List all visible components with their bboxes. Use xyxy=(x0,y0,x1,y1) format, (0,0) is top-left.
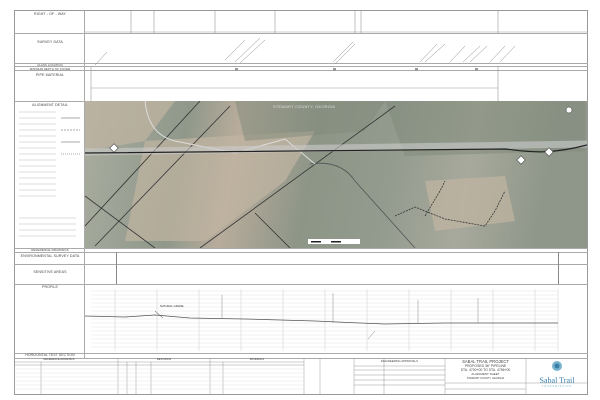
ref-drawings-header: REFERENCE DRAWINGS xyxy=(43,358,75,361)
natural-grade-label: NATURAL GRADE xyxy=(160,304,184,308)
alignment-detail-label: ALIGNMENT DETAIL xyxy=(32,103,68,107)
profile-label: PROFILE xyxy=(41,285,59,289)
logo-emblem-icon xyxy=(552,361,562,371)
county-label: STEWART COUNTY, GEORGIA xyxy=(273,104,336,109)
sheet-frame xyxy=(14,10,588,395)
right-of-way-label: RIGHT - OF - WAY xyxy=(34,12,66,16)
sheet-type: ALIGNMENT SHEET xyxy=(471,372,500,376)
north-arrow-icon xyxy=(565,106,573,114)
title-block: SABAL TRAIL PROJECT PROPOSED 36" PIPELIN… xyxy=(445,359,526,380)
bottom-tables xyxy=(14,358,588,395)
project-title: SABAL TRAIL PROJECT xyxy=(462,359,509,364)
aerial-map: STEWART COUNTY, GEORGIA xyxy=(85,101,587,248)
header-bands xyxy=(85,10,588,101)
materials-header: MATERIALS xyxy=(249,358,265,361)
scale-bar xyxy=(308,239,360,244)
environmental-survey-label: ENVIRONMENTAL SURVEY DATA xyxy=(20,254,80,258)
revisions-header: REVISIONS xyxy=(156,358,172,361)
location: STEWART COUNTY, GEORGIA xyxy=(466,376,505,380)
survey-data-label: SURVEY DATA xyxy=(37,40,63,44)
pipeline-centerline xyxy=(85,140,587,156)
sabal-trail-logo: Sabal Trail TRANSMISSION xyxy=(526,359,588,388)
legend-list xyxy=(19,111,80,237)
parcel-lines xyxy=(85,101,506,248)
reference-drawings-label: REFERENCE DRAWINGS xyxy=(31,248,69,252)
horizontal-test-section-label: HORIZONTAL TEST SECTION xyxy=(25,353,75,357)
pipeline-title: PROPOSED 36" PIPELINE xyxy=(464,364,507,368)
station-range: STA. 4700+00 TO STA. 4756+00 xyxy=(460,368,511,372)
min-depth-label: MINIMUM DEPTH OF COVER xyxy=(29,66,71,71)
panel-divider xyxy=(84,10,85,358)
sensitive-areas-label: SENSITIVE AREAS xyxy=(33,270,67,274)
engineering-approvals-header: ENGINEERING APPROVALS xyxy=(381,359,418,363)
station-markers xyxy=(109,143,554,165)
natural-grade-line xyxy=(85,314,558,325)
profile-chart xyxy=(85,289,559,351)
class-location-label: CLASS LOCATION xyxy=(37,63,63,67)
pipe-material-label: PIPE MATERIAL xyxy=(35,73,65,77)
